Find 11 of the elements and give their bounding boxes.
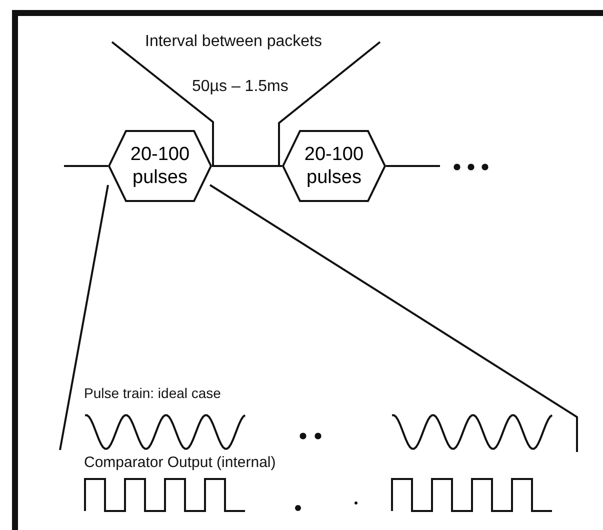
signal-line — [386, 165, 440, 167]
node-label: 20-100 pulses — [303, 143, 365, 189]
annotation-text: Comparator Output (internal) — [84, 454, 276, 471]
hexagon-shape — [282, 130, 386, 202]
hexagon-shape — [108, 130, 212, 202]
signal-line — [64, 165, 108, 167]
node-label: 20-100 pulses — [129, 143, 191, 189]
signal-line — [212, 165, 282, 167]
annotation-text: Pulse train: ideal case — [84, 385, 221, 401]
annotation-text: 50µs – 1.5ms — [192, 78, 288, 96]
annotation-text: Interval between packets — [145, 33, 322, 51]
